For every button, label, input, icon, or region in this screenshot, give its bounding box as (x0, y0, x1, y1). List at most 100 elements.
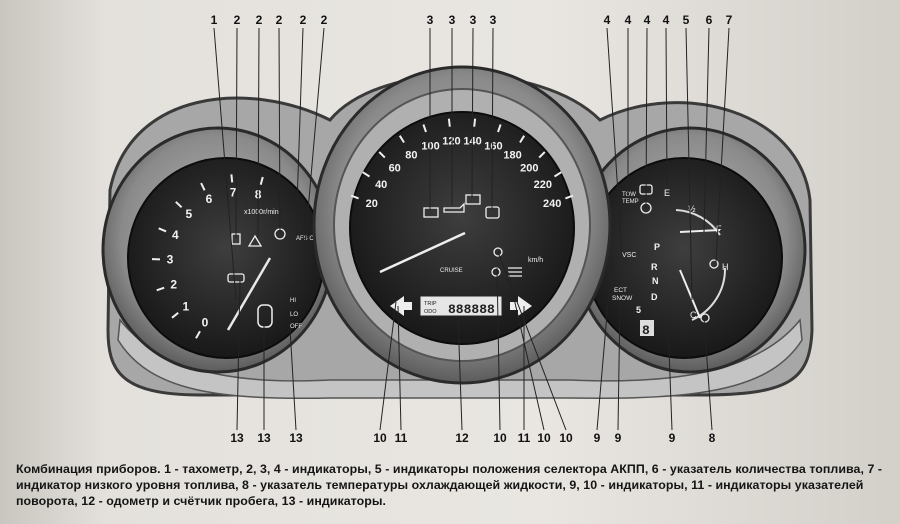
top-callout-number: 2 (276, 13, 283, 27)
speed-tick-label: 100 (421, 140, 439, 152)
coolant-icon (709, 259, 719, 269)
tach-tick-mark (171, 312, 179, 319)
speed-tick-label: 160 (484, 140, 502, 152)
bottom-callout-number: 10 (537, 431, 551, 445)
speed-tick-mark (473, 118, 477, 127)
speed-tick-mark (497, 124, 502, 133)
odometer-trip-label: TRIP (424, 301, 437, 307)
oil-pressure-icon (227, 273, 245, 283)
tach-tick-mark (195, 330, 201, 339)
tach-tick-mark (200, 182, 206, 191)
top-callout-number: 4 (644, 13, 651, 27)
callout-leader (289, 327, 297, 431)
tach-tick-mark (158, 227, 167, 233)
tach-tick-label: 3 (167, 253, 174, 267)
speed-tick-mark (422, 124, 427, 133)
speed-tick-label: 80 (405, 149, 417, 161)
speedometer-scale: 20406080100120140160180200220240 (350, 118, 574, 210)
right-gauge-dial (585, 157, 783, 359)
callout-leader (257, 27, 260, 239)
callout-leader (457, 315, 463, 431)
top-callout-number: 2 (300, 13, 307, 27)
tach-tick-label: 5 (186, 207, 193, 221)
airbag-icon (247, 234, 263, 247)
odometer-odo-label: ODO (424, 309, 437, 315)
speed-tick-mark (519, 135, 526, 144)
fuel-needle (679, 229, 721, 233)
speed-tick-mark (447, 118, 451, 127)
tachometer-lo-label: LO (290, 312, 298, 318)
top-callout-number: 6 (706, 13, 713, 27)
callout-leader (617, 299, 621, 431)
odometer-display (419, 295, 503, 317)
speed-tick-mark (398, 135, 405, 144)
speed-tick-mark (362, 171, 371, 178)
tach-tick-label: 4 (172, 228, 179, 242)
top-callout-number: 7 (726, 13, 733, 27)
temp-hot-label: H (722, 262, 729, 272)
callout-leader (379, 301, 397, 431)
fog-light-icon (493, 247, 503, 257)
callout-leader (596, 255, 613, 431)
fuel-full-label: F (716, 224, 722, 234)
bottom-callout-number: 11 (395, 431, 408, 445)
top-callout-number: 4 (625, 13, 632, 27)
top-callout-number: 2 (234, 13, 241, 27)
callout-leader (715, 27, 730, 263)
temp-warning-label: TEMP (622, 199, 639, 205)
bottom-callout-number: 9 (594, 431, 601, 445)
bottom-callout-number: 13 (257, 431, 271, 445)
callout-leader (491, 27, 494, 211)
high-beam-icon (508, 267, 522, 277)
speed-tick-label: 60 (389, 163, 401, 175)
gear-letter: D (651, 292, 658, 302)
speed-tick-mark (350, 194, 359, 200)
figure-caption: Комбинация приборов. 1 - тахометр, 2, 3,… (16, 462, 883, 508)
callout-leader (685, 27, 693, 301)
gear-letter: N (652, 276, 659, 286)
speed-tick-label: 240 (543, 198, 561, 210)
temperature-scale-arc (691, 267, 727, 321)
callout-leader (236, 279, 241, 431)
callout-leader (397, 305, 402, 431)
tach-tick-label: 7 (230, 185, 237, 199)
callout-leader (703, 27, 710, 233)
gear-letter: P (654, 242, 660, 252)
ect-label: ECT (614, 287, 627, 294)
fuel-half-label: ½ (688, 204, 696, 214)
speed-tick-mark (565, 194, 574, 200)
right-turn-signal-icon (510, 296, 532, 316)
temp-cold-label: C (690, 310, 697, 320)
speed-tick-mark (378, 151, 386, 159)
battery-icon (423, 207, 439, 218)
bottom-callout-number: 9 (669, 431, 676, 445)
speed-tick-mark (538, 151, 546, 159)
callout-leader (471, 27, 474, 199)
callout-leader (295, 27, 304, 236)
top-callout-number: 2 (256, 13, 263, 27)
oil-can-icon (443, 202, 465, 213)
bottom-callout-number: 10 (493, 431, 507, 445)
speed-tick-mark (553, 171, 562, 178)
top-callout-number: 5 (683, 13, 690, 27)
speed-tick-label: 120 (442, 136, 460, 148)
speed-unit-label: km/h (528, 257, 543, 264)
callout-leader (645, 27, 648, 209)
speedometer-dial (349, 111, 575, 345)
bottom-callout-number: 10 (559, 431, 573, 445)
gear-display-digit: 8 (642, 323, 650, 338)
tach-tick-label: 6 (206, 192, 213, 206)
tach-tick-label: 1 (183, 299, 190, 313)
speed-tick-label: 40 (375, 179, 387, 191)
tach-tick-label: 0 (202, 316, 209, 330)
top-callout-number: 4 (604, 13, 611, 27)
tach-tick-mark (156, 286, 165, 292)
callout-leader (665, 27, 668, 187)
callout-leader (213, 27, 237, 301)
tachometer-off-label: OFF (290, 324, 302, 330)
gear-display (640, 320, 654, 336)
door-open-icon (257, 304, 273, 328)
cruise-label: CRUISE (440, 268, 463, 274)
